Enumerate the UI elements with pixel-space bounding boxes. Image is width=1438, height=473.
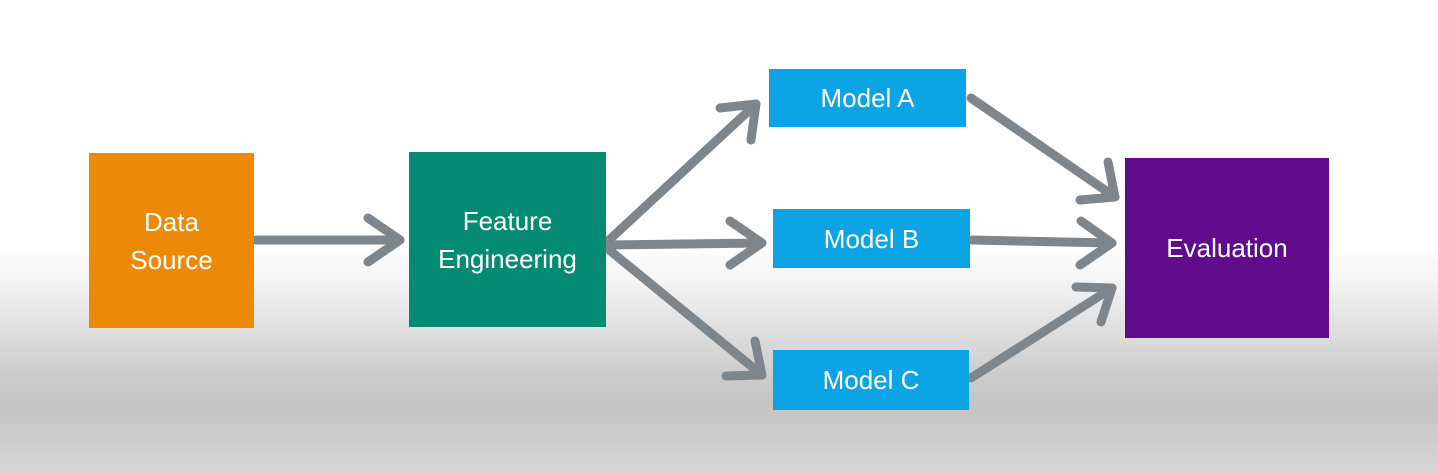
evaluation-node: Evaluation [1125, 158, 1329, 338]
arrow-model-c-to-evaluation [966, 282, 1117, 383]
data-source-label-line1: Data [144, 206, 199, 237]
data-source-node: Data Source [89, 153, 254, 328]
arrow-data-to-feature [251, 213, 405, 267]
data-source-label-line2: Source [130, 244, 213, 275]
feature-engineering-label-line2: Engineering [438, 243, 577, 274]
data-source-label: Data Source [130, 203, 212, 279]
model-b-node: Model B [773, 209, 970, 268]
model-c-label: Model C [822, 365, 920, 395]
evaluation-label: Evaluation [1166, 233, 1288, 263]
feature-engineering-label: Feature Engineering [438, 202, 577, 278]
feature-engineering-node: Feature Engineering [409, 152, 606, 327]
arrow-model-a-to-evaluation [966, 93, 1120, 205]
feature-engineering-label-line1: Feature [462, 205, 553, 236]
model-a-node: Model A [769, 69, 966, 127]
model-a-label: Model A [820, 83, 915, 113]
model-b-label: Model B [823, 223, 920, 254]
model-c-node: Model C [773, 350, 969, 410]
arrow-feature-to-model-b [603, 216, 767, 270]
arrow-feature-to-model-a [603, 99, 761, 246]
arrow-feature-to-model-c [603, 244, 767, 381]
arrow-model-b-to-evaluation [967, 216, 1117, 270]
